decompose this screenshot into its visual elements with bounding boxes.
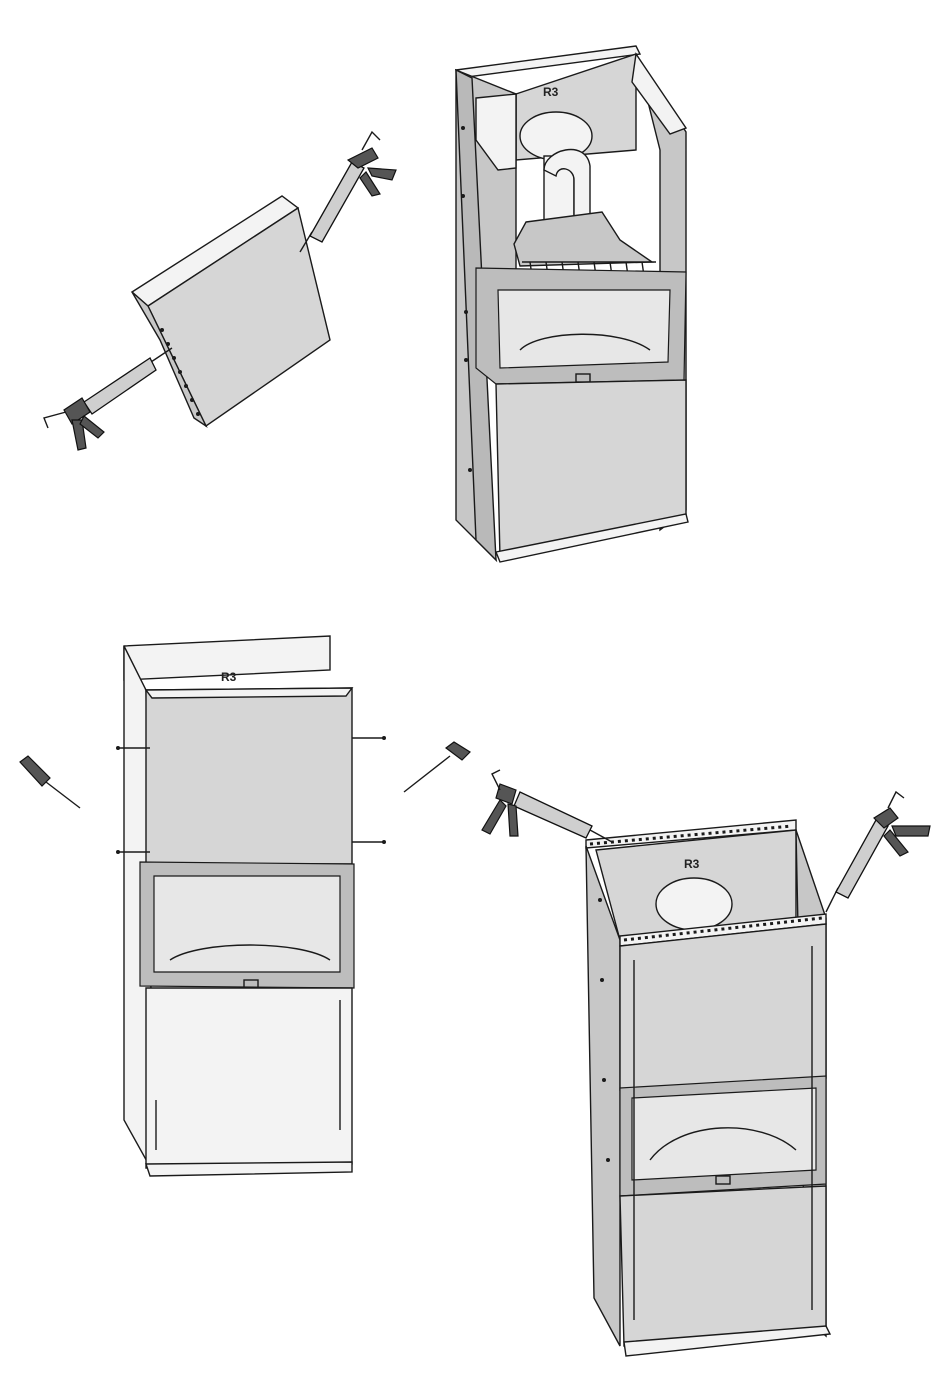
back-panel-illustration: R3 [456,46,688,562]
stove-glass [154,876,340,972]
upper-front-panel [146,688,352,864]
panel-label: R3 [543,85,559,99]
panel-label: R3 [221,670,237,684]
lower-front-panel [620,1186,826,1346]
screw-icon [352,736,386,740]
lower-front-panel [146,988,352,1168]
flue-collar [656,878,732,930]
glue-top-illustration: R3 [482,770,930,1356]
stove-top [514,212,652,266]
upper-front-panel [620,924,826,1090]
base-edge [146,1162,352,1176]
screw-icon [352,840,386,844]
lower-front-panel [496,380,686,558]
caulking-gun-icon [482,770,612,842]
screwdriver-icon [404,742,470,792]
panel-top-edge [146,688,352,698]
stove-glass [498,290,670,368]
caulking-gun-icon [826,792,930,912]
caulking-gun-icon [300,132,396,252]
stove-glass [632,1088,816,1180]
panel-glue-illustration [44,132,396,450]
screw-front-illustration: R3 [20,636,470,1176]
panel-label: R3 [684,857,700,871]
screwdriver-icon [20,756,80,808]
caulking-gun-icon [44,348,172,450]
